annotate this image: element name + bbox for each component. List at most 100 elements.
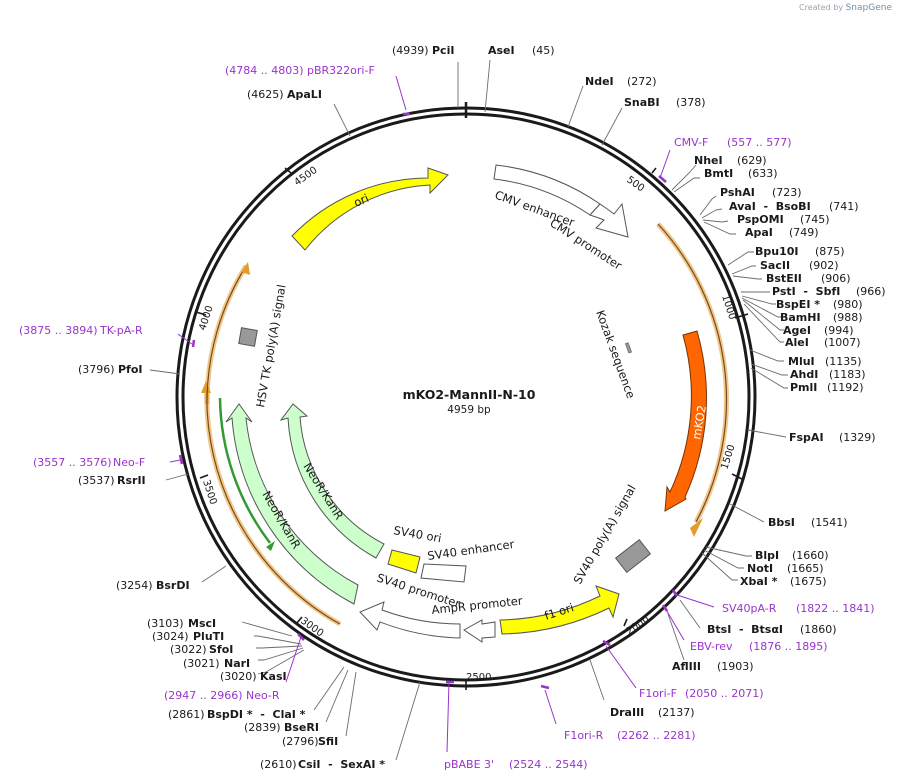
enzyme-pos-mlui: (1135) [825,355,862,368]
enzyme-pos-bsrdi: (3254) [116,579,153,592]
enzyme-name-pspomi: PspOMI [737,213,784,226]
feature-sv40-promoter [359,601,461,639]
enzyme-pos-sacii: (902) [809,259,839,272]
primer-name-neo-f: Neo-F [113,456,145,469]
enzyme-name-avai: AvaI - BsoBI [729,200,811,213]
enzyme-pos-nari: (3021) [183,657,220,670]
enzyme-pos-bmti: (633) [748,167,778,180]
enzyme-pos-pluti: (3024) [152,630,189,643]
enzyme-name-sacii: SacII [760,259,790,272]
enzyme-name-pluti: PluTI [193,630,224,643]
feature-label-sv40-ori: SV40 ori [392,523,442,545]
enzyme-name-csii: CsiI - SexAI * [298,758,385,771]
enzyme-name-ahdi: AhdI [790,368,818,381]
plasmid-name: mKO2-MannII-N-10 [403,387,536,402]
enzyme-pos-bbsi: (1541) [811,516,848,529]
tick-label-1000: 1000 [719,294,737,322]
primer-name-pbr322ori-f: pBR322ori-F [307,64,375,77]
enzyme-pos-blpi: (1660) [792,549,829,562]
feature-label-ori: ori [352,191,371,210]
feature-sv40-ori [387,549,421,574]
feature-ori [291,167,449,251]
feature-sv40-polya [614,538,652,574]
enzyme-pos-pcii: (4939) [392,44,429,57]
enzyme-pos-apali: (4625) [247,88,284,101]
enzyme-name-pfoi: PfoI [118,363,143,376]
feature-neor-outer [225,403,359,605]
enzyme-name-blpi: BlpI [755,549,779,562]
enzyme-pos-rsrii: (3537) [78,474,115,487]
orf-arc-neo-green [218,397,271,544]
enzyme-name-bsrdi: BsrDI [156,579,190,592]
feature-label-mko2: mKO2 [689,404,709,440]
enzyme-name-draiii: DraIII [610,706,644,719]
primer-name-cmv-f: CMV-F [674,136,708,149]
enzyme-name-pcii: PciI [432,44,454,57]
enzyme-pos-sfoi: (3022) [170,643,207,656]
enzyme-pos-bseri: (2839) [244,721,281,734]
primer-range-f1ori-f: (2050 .. 2071) [685,687,764,700]
enzyme-pos-ahdi: (1183) [829,368,866,381]
enzyme-name-alei: AleI [785,336,809,349]
primer-name-sv40pa-r: SV40pA-R [722,602,777,615]
snapgene-logo: SnapGene [845,3,892,13]
orf-arc-tk-core [206,265,247,405]
enzyme-name-xbai: XbaI * [740,575,778,588]
feature-kozak [624,342,632,354]
orf-arc-neo-green-head [266,541,275,551]
enzyme-name-bamhi: BamHI [780,311,821,324]
primer-leaders [169,75,715,753]
enzyme-name-bbsi: BbsI [768,516,795,529]
enzyme-name-snabi: SnaBI [624,96,660,109]
primer-name-neo-r: Neo-R [246,689,280,702]
primer-range-ebv-rev: (1876 .. 1895) [749,640,828,653]
enzyme-name-msci: MscI [188,617,216,630]
primer-name-f1ori-f: F1ori-F [639,687,677,700]
primer-name-f1ori-r: F1ori-R [564,729,604,742]
tick-label-2000: 2000 [624,614,651,638]
enzyme-pos-msci: (3103) [147,617,184,630]
enzyme-pos-ndei: (272) [627,75,657,88]
enzyme-name-fspai: FspAI [789,431,824,444]
primer-range-f1ori-r: (2262 .. 2281) [617,729,696,742]
enzyme-pos-pspomi: (745) [800,213,830,226]
primer-range-pbabe-3: (2524 .. 2544) [509,758,588,771]
enzyme-pos-afliii: (1903) [717,660,754,673]
enzyme-pos-alei: (1007) [824,336,861,349]
feature-hsv-tk-polya [238,327,258,347]
enzyme-pos-xbai: (1675) [790,575,827,588]
orf-arc-tk-head [241,262,250,275]
enzyme-name-btsi: BtsI - BtsαI [707,623,783,636]
feature-f1-ori [499,585,620,635]
feature-label-kozak: Kozak sequence [593,308,638,400]
enzyme-pos-noti: (1665) [787,562,824,575]
enzyme-pos-avai: (741) [829,200,859,213]
enzyme-name-bmti: BmtI [704,167,733,180]
credit-prefix: Created by [799,3,844,12]
tick-label-4000: 4000 [197,304,215,332]
enzyme-name-rsrii: RsrII [117,474,146,487]
enzyme-name-sfii: SfiI [318,735,338,748]
feature-ampr-promoter [463,619,496,643]
enzyme-leaders [149,59,788,761]
enzyme-name-kasi: KasI [260,670,287,683]
enzyme-name-agei: AgeI [783,324,811,337]
primer-range-neo-r: (2947 .. 2966) [164,689,243,702]
enzyme-pos-csii: (2610) [260,758,297,771]
feature-cmv-promoter [589,202,629,238]
tick-label-4500: 4500 [292,165,319,189]
snapgene-credit: Created by SnapGene [799,3,892,13]
orf-arcs [201,222,729,627]
enzyme-name-bspei: BspEI * [776,298,820,311]
enzyme-pos-bsteii: (906) [821,272,851,285]
feature-neor-inner [279,403,385,559]
enzyme-name-bpu10i: Bpu10I [755,245,799,258]
enzyme-pos-bspei: (980) [833,298,863,311]
primer-range-neo-f: (3557 .. 3576) [33,456,112,469]
primer-range-pbr322ori-f: (4784 .. 4803) [225,64,304,77]
enzyme-name-noti: NotI [747,562,773,575]
enzyme-name-asei: AseI [488,44,515,57]
enzyme-name-bsteii: BstEII [766,272,802,285]
enzyme-pos-bamhi: (988) [833,311,863,324]
